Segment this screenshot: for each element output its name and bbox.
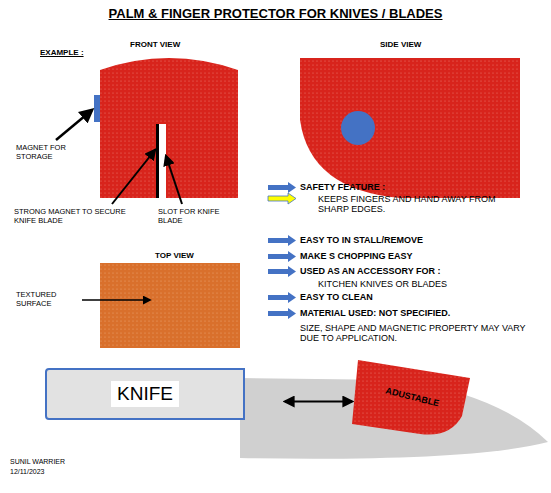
side-view-shape bbox=[300, 58, 520, 198]
view-heading: FRONT VIEW bbox=[130, 40, 210, 49]
feature-text: KITCHEN KNIVES OR BLADES bbox=[318, 279, 528, 289]
handle-label: KNIFE bbox=[111, 381, 179, 407]
feature-text: MATERIAL USED: NOT SPECIFIED. bbox=[300, 308, 540, 318]
slot-magnet bbox=[156, 124, 159, 198]
texture-arrow bbox=[82, 299, 150, 301]
magnet-arrow bbox=[56, 110, 92, 140]
callout-label: MAGNET FOR STORAGE bbox=[16, 144, 96, 161]
view-heading: SIDE VIEW bbox=[380, 40, 450, 49]
top-view-shape bbox=[100, 263, 240, 348]
leader-line bbox=[112, 150, 155, 204]
front-view-shape bbox=[100, 58, 238, 198]
example-label: EXAMPLE : bbox=[40, 48, 100, 57]
callout-label: TEXTURED SURFACE bbox=[16, 291, 86, 308]
protector-shape: ADUSTABLE bbox=[350, 356, 475, 438]
magnet-circle bbox=[341, 111, 375, 145]
storage-magnet bbox=[94, 95, 100, 122]
feature-heading: USED AS AN ACCESSORY FOR : bbox=[300, 266, 530, 276]
leader-line bbox=[166, 156, 182, 204]
feature-heading: SAFETY FEATURE : bbox=[300, 182, 500, 192]
double-arrow bbox=[285, 401, 352, 403]
bullet-arrows bbox=[268, 182, 296, 319]
author-name: SUNIL WARRIER bbox=[10, 458, 110, 466]
feature-text: MAKE S CHOPPING EASY bbox=[300, 251, 530, 261]
callout-label: STRONG MAGNET TO SECURE KNIFE BLADE bbox=[14, 208, 144, 225]
note-text: SIZE, SHAPE AND MAGNETIC PROPERTY MAY VA… bbox=[300, 323, 540, 344]
feature-text: EASY TO IN STALL/REMOVE bbox=[300, 235, 530, 245]
feature-text: KEEPS FINGERS AND HAND AWAY FROM SHARP E… bbox=[318, 194, 528, 215]
knife-slot bbox=[156, 124, 166, 198]
date-label: 12/11/2023 bbox=[10, 468, 110, 476]
title: PALM & FINGER PROTECTOR FOR KNIVES / BLA… bbox=[0, 7, 551, 22]
feature-text: EASY TO CLEAN bbox=[300, 292, 530, 302]
callout-label: SLOT FOR KNIFE BLADE bbox=[158, 208, 233, 225]
view-heading: TOP VIEW bbox=[155, 251, 225, 260]
knife-handle: KNIFE bbox=[45, 368, 245, 420]
